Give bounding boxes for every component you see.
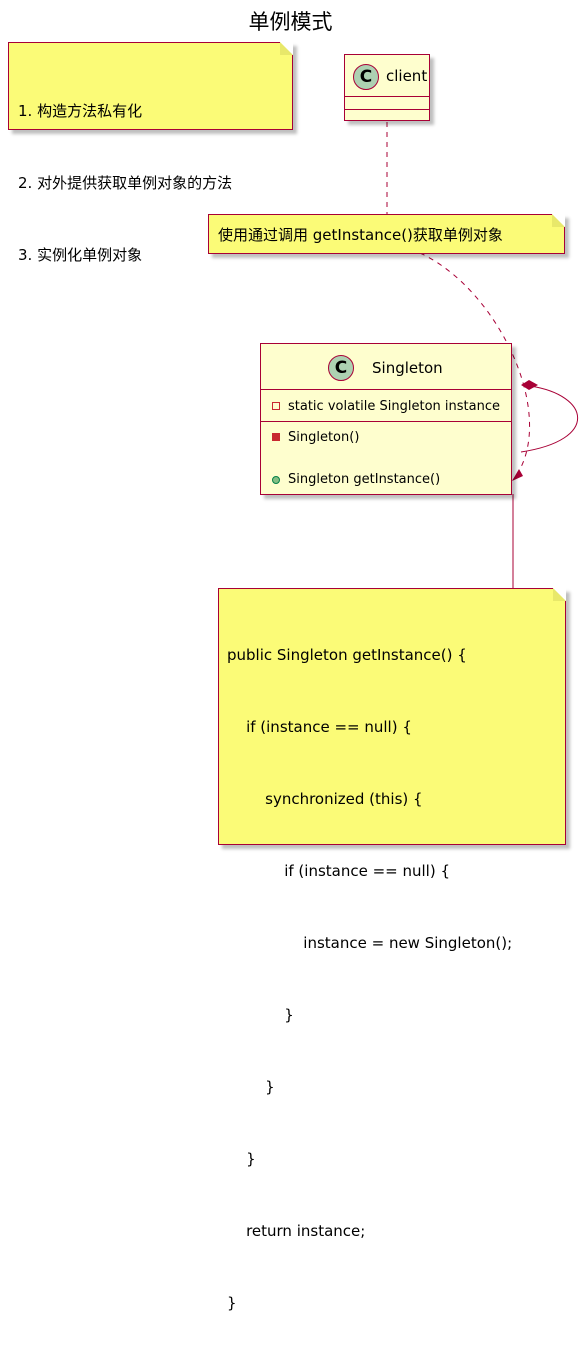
principle-item: 2. 对外提供获取单例对象的方法 — [18, 174, 233, 192]
class-divider — [345, 96, 429, 97]
client-class: C client — [344, 54, 430, 121]
class-field: static volatile Singleton instance — [288, 399, 500, 414]
note-fold — [280, 42, 293, 55]
class-name: Singleton — [372, 359, 443, 377]
usage-note: 使用通过调用 getInstance()获取单例对象 — [208, 214, 565, 254]
private-field-icon — [272, 402, 280, 410]
usage-arrowhead — [512, 469, 523, 481]
principles-note: 1. 构造方法私有化 2. 对外提供获取单例对象的方法 3. 实例化单例对象 — [8, 42, 293, 264]
usage-note-text: 使用通过调用 getInstance()获取单例对象 — [218, 226, 503, 244]
class-divider — [261, 421, 511, 422]
class-stereotype-icon: C — [328, 355, 354, 381]
code-line: return instance; — [227, 1222, 366, 1240]
self-composition-link — [520, 385, 579, 453]
code-line: if (instance == null) { — [227, 862, 451, 880]
connectors — [386, 122, 579, 588]
code-line: } — [227, 1006, 294, 1024]
code-line: } — [227, 1150, 256, 1168]
code-line: if (instance == null) { — [227, 718, 412, 736]
singleton-class: C Singleton static volatile Singleton in… — [260, 343, 512, 495]
code-line: synchronized (this) { — [227, 790, 423, 808]
principle-item: 3. 实例化单例对象 — [18, 246, 143, 264]
class-stereotype-icon: C — [353, 64, 379, 90]
note-fold — [553, 588, 566, 601]
class-divider — [261, 389, 511, 390]
public-method-icon — [272, 476, 280, 484]
code-note: public Singleton getInstance() { if (ins… — [218, 588, 566, 1312]
diagram-title: 单例模式 — [248, 10, 333, 34]
class-constructor: Singleton() — [288, 430, 360, 445]
usage-dependency-arrow — [419, 252, 530, 481]
code-line: public Singleton getInstance() { — [227, 646, 467, 664]
class-divider — [345, 109, 429, 110]
private-method-icon — [272, 433, 280, 441]
code-line: instance = new Singleton(); — [227, 934, 513, 952]
note-fold — [552, 214, 565, 227]
code-line: } — [227, 1078, 275, 1096]
composition-diamond — [521, 380, 538, 390]
principle-item: 1. 构造方法私有化 — [18, 102, 143, 120]
class-name: client — [386, 67, 428, 85]
class-method: Singleton getInstance() — [288, 472, 441, 487]
code-line: } — [227, 1294, 237, 1312]
